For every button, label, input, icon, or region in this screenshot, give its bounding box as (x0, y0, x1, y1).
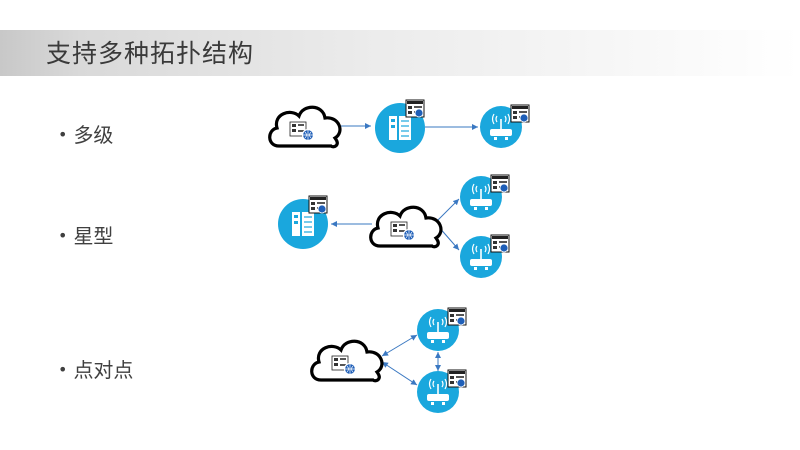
router-icon (460, 235, 509, 278)
cloud-icon (310, 339, 384, 383)
cloud-icon (369, 205, 443, 249)
bullet-star: • 星型 (58, 222, 113, 252)
router-icon (417, 308, 466, 351)
multilevel-topology (268, 100, 529, 153)
bullet-dot: • (58, 226, 68, 245)
router-icon (460, 175, 509, 218)
bullet-dot: • (58, 360, 68, 379)
bullet-p2p: • 点对点 (58, 356, 133, 386)
router-icon (480, 105, 529, 148)
star-topology (278, 175, 509, 278)
link-arrow (437, 198, 460, 221)
bullet-label: 点对点 (73, 358, 134, 382)
link-arrow (381, 334, 418, 357)
bullet-dot: • (58, 125, 68, 144)
title-bar (0, 30, 800, 76)
router-icon (417, 370, 466, 413)
bullet-label: 多级 (73, 123, 114, 147)
bullet-multilevel: • 多级 (58, 121, 113, 151)
link-arrow (381, 361, 418, 386)
cloud-icon (268, 105, 342, 149)
p2p-topology (310, 308, 466, 413)
page-title: 支持多种拓扑结构 (46, 39, 255, 68)
server-icon (278, 196, 328, 249)
bullet-label: 星型 (73, 224, 114, 248)
server-icon (375, 100, 425, 153)
